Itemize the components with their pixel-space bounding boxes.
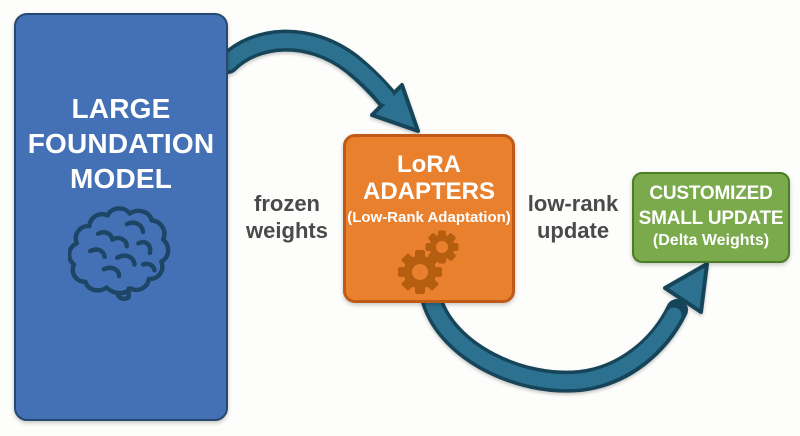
bottom-arrow [421, 262, 709, 393]
frozen-weights-line2: weights [246, 218, 328, 243]
lora-adapters-box: LoRA ADAPTERS (Low-Rank Adaptation) [343, 134, 515, 303]
low-rank-update-line1: low-rank [527, 191, 619, 216]
large-foundation-model-box: LARGE FOUNDATION MODEL [14, 13, 228, 421]
foundation-title: LARGE FOUNDATION MODEL [16, 91, 226, 196]
adapters-title-line2: ADAPTERS [362, 178, 495, 205]
frozen-weights-label: frozen weights [227, 190, 347, 244]
gears-icon [398, 230, 459, 294]
foundation-title-line2: FOUNDATION [27, 128, 215, 159]
top-arrow [217, 29, 420, 133]
update-subtitle: (Delta Weights) [652, 232, 770, 249]
update-title-line1: CUSTOMIZED [649, 183, 773, 204]
low-rank-update-line2: update [536, 218, 610, 243]
update-title-line2: SMALL UPDATE [638, 208, 784, 229]
foundation-title-line1: LARGE [71, 93, 171, 124]
adapters-title: LoRA ADAPTERS [346, 151, 512, 205]
customized-small-update-box: CUSTOMIZED SMALL UPDATE (Delta Weights) [632, 172, 790, 263]
adapters-title-line1: LoRA [397, 151, 461, 178]
brain-icon [67, 206, 171, 302]
update-title: CUSTOMIZED SMALL UPDATE [634, 181, 788, 231]
low-rank-update-label: low-rank update [511, 190, 635, 244]
frozen-weights-line1: frozen [254, 191, 320, 216]
adapters-subtitle: (Low-Rank Adaptation) [347, 209, 511, 226]
foundation-title-line3: MODEL [69, 163, 173, 194]
